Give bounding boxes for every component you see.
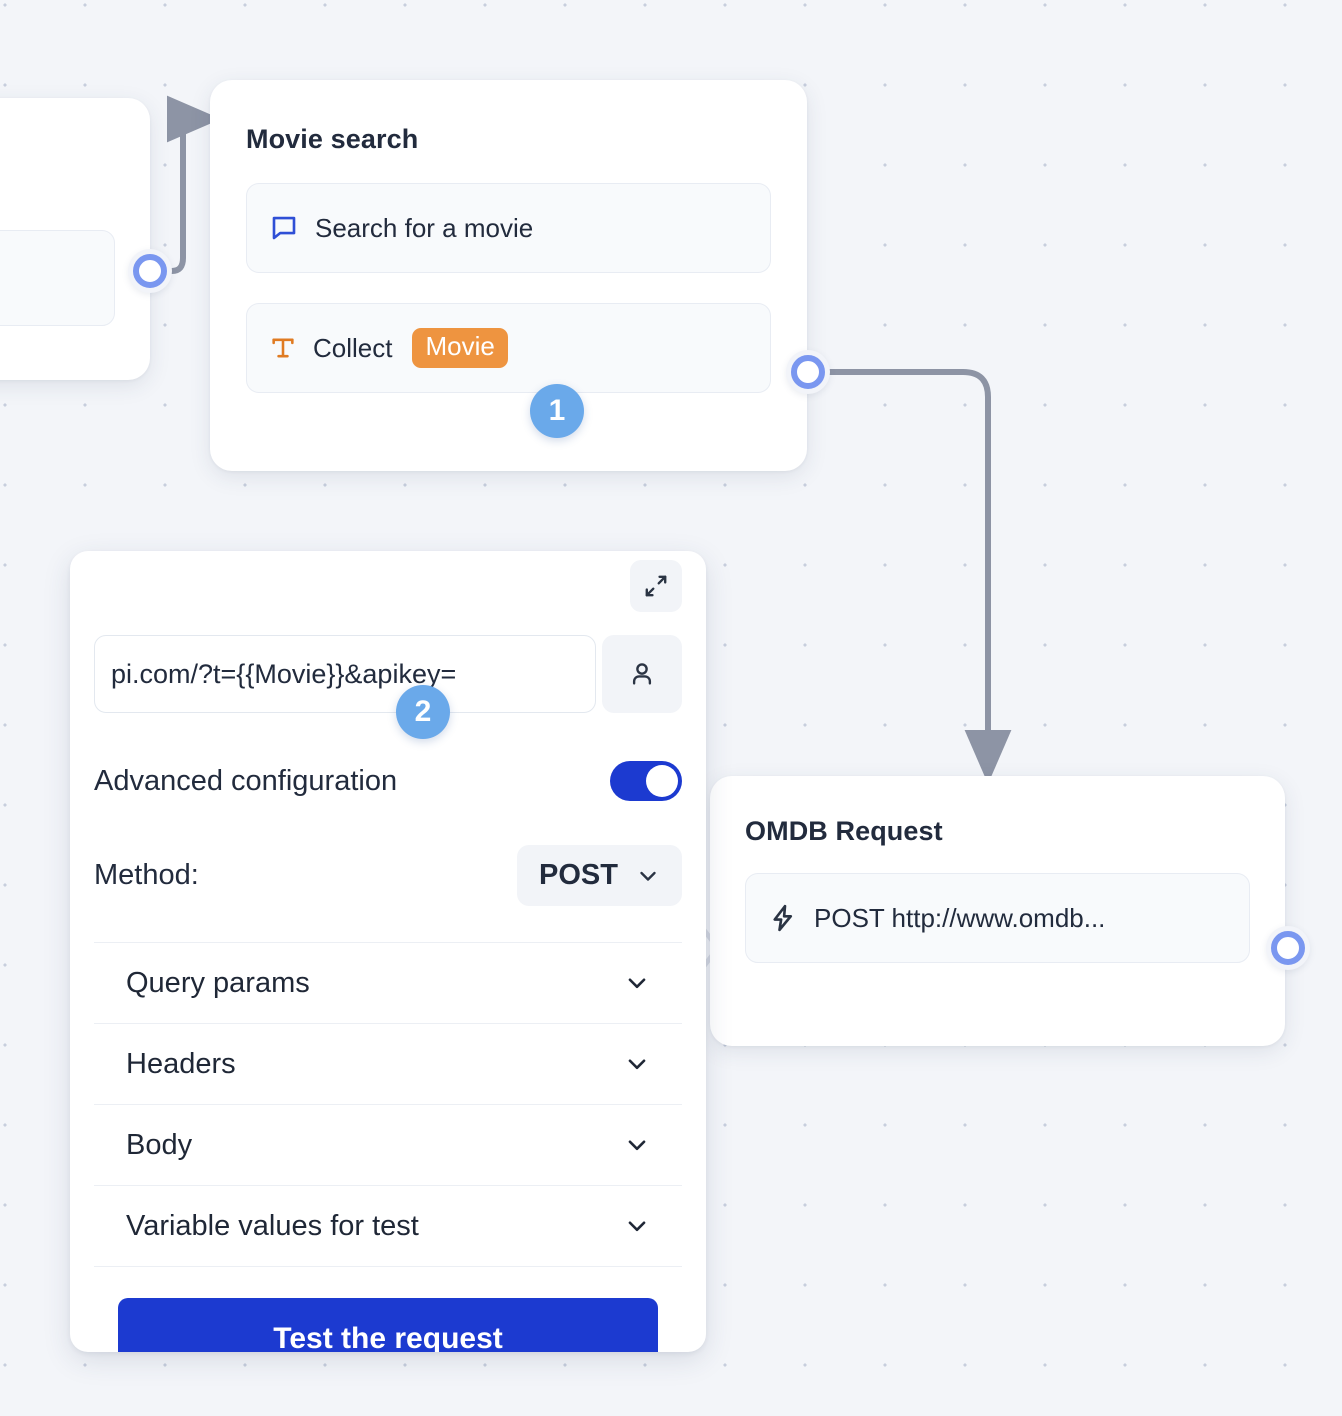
omdb-request-row-post[interactable]: POST http://www.omdb... <box>745 873 1250 963</box>
advanced-configuration-toggle[interactable] <box>610 761 682 801</box>
person-icon <box>632 663 652 685</box>
movie-search-node[interactable]: Movie search Search for a movie Collect <box>210 80 807 471</box>
expand-diagonal-icon <box>645 575 667 597</box>
lightning-bolt-icon <box>768 903 798 933</box>
omdb-request-node[interactable]: OMDB Request POST http://www.omdb... <box>710 776 1285 1046</box>
accordion-variable-values-label: Variable values for test <box>126 1209 419 1242</box>
handle-prev-output[interactable] <box>128 249 172 293</box>
handle-omdb-output[interactable] <box>1266 926 1310 970</box>
movie-search-row-search-label: Search for a movie <box>315 212 534 243</box>
variable-chip-movie[interactable]: Movie <box>412 328 508 368</box>
chevron-down-icon <box>628 1140 646 1151</box>
advanced-configuration-label: Advanced configuration <box>94 764 398 797</box>
movie-search-row-collect-label: Collect <box>313 332 393 363</box>
method-row: Method: POST <box>94 845 682 943</box>
method-value: POST <box>539 859 618 891</box>
accordion-query-params-label: Query params <box>126 966 310 999</box>
movie-search-title: Movie search <box>246 124 419 154</box>
omdb-request-row-post-label: POST http://www.omdb... <box>814 902 1106 933</box>
request-url-input[interactable] <box>94 635 596 713</box>
previous-node-card[interactable] <box>0 98 150 380</box>
accordion-body-label: Body <box>126 1128 193 1161</box>
movie-search-row-search[interactable]: Search for a movie <box>246 183 771 273</box>
accordion-headers-label: Headers <box>126 1047 236 1080</box>
request-config-panel[interactable]: Advanced configuration Method: POST Quer… <box>70 551 706 1352</box>
previous-node-row[interactable] <box>0 230 115 326</box>
movie-search-row-collect[interactable]: Collect Movie <box>246 303 771 393</box>
accordion-body[interactable]: Body <box>94 1105 682 1186</box>
handle-movie-output[interactable] <box>786 350 830 394</box>
step-badge-1: 1 <box>530 384 584 438</box>
chevron-down-icon <box>640 871 656 881</box>
accordion-headers[interactable]: Headers <box>94 1024 682 1105</box>
test-request-button[interactable]: Test the request <box>118 1298 658 1352</box>
step-badge-2: 2 <box>396 685 450 739</box>
edge-prev-to-movie <box>166 95 221 274</box>
accordion-variable-values[interactable]: Variable values for test <box>94 1186 682 1267</box>
chevron-down-icon <box>628 1221 646 1232</box>
url-row <box>94 635 682 713</box>
omdb-request-title: OMDB Request <box>745 816 943 846</box>
expand-panel-button[interactable] <box>630 560 682 612</box>
method-select[interactable]: POST <box>517 845 682 906</box>
chevron-down-icon <box>628 1059 646 1070</box>
chevron-down-icon <box>628 978 646 989</box>
edge-movie-to-omdb <box>827 369 1012 784</box>
method-label: Method: <box>94 859 199 891</box>
accordion-query-params[interactable]: Query params <box>94 943 682 1024</box>
advanced-configuration-row: Advanced configuration <box>94 761 682 801</box>
message-bubble-icon <box>269 213 299 243</box>
auth-user-button[interactable] <box>602 635 682 713</box>
config-panel-body: Advanced configuration Method: POST Quer… <box>70 551 706 1352</box>
text-field-icon <box>269 334 297 362</box>
